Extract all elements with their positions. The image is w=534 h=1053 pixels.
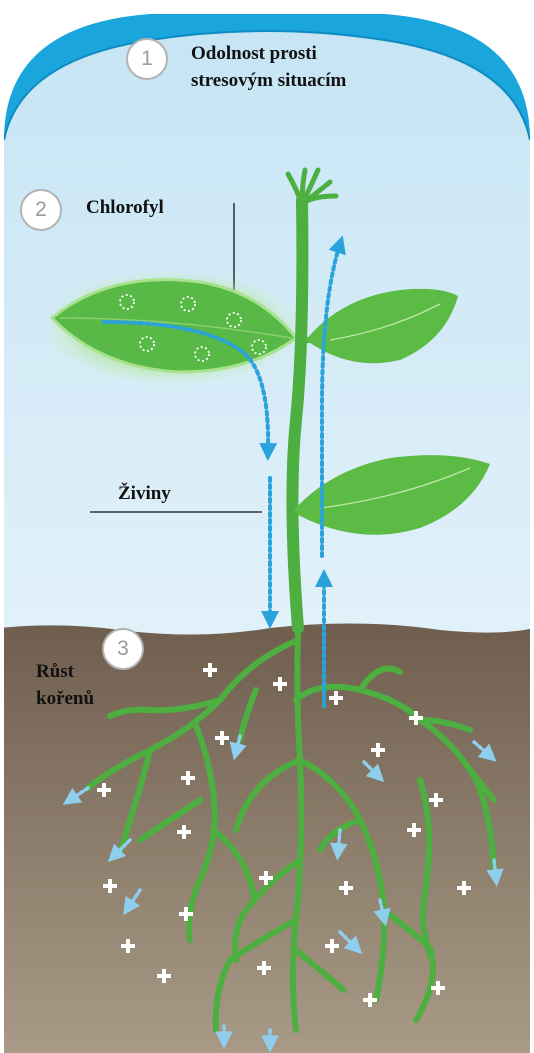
badge-3: 3	[102, 628, 144, 670]
arrow-down-icon	[494, 860, 496, 878]
arrow-down-icon	[338, 830, 340, 852]
root-label-line-1: Růst	[36, 658, 94, 685]
stress-label-line-2: stresovým situacím	[191, 67, 346, 94]
root-growth-label: Růst kořenů	[36, 658, 94, 712]
glowing-leaf	[42, 270, 302, 386]
nutrients-label: Živiny	[118, 483, 171, 506]
badge-2: 2	[20, 189, 62, 231]
badge-1: 1	[126, 38, 168, 80]
stress-resistance-label: Odolnost prosti stresovým situacím	[191, 40, 346, 94]
stress-label-line-1: Odolnost prosti	[191, 40, 346, 67]
root-label-line-2: kořenů	[36, 685, 94, 712]
chlorophyll-label: Chlorofyl	[86, 197, 164, 220]
